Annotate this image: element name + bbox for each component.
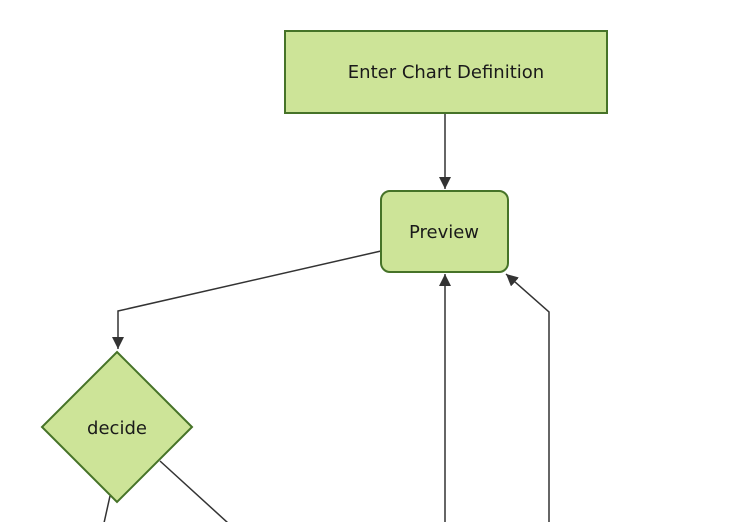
preview-label: Preview — [409, 222, 479, 243]
edge-preview-to-decide — [112, 250, 382, 349]
enter-chart-definition-shape — [284, 30, 608, 114]
edge-decide-to-offscreen-right — [159, 460, 229, 522]
edge-decide-to-offscreen-left — [103, 495, 111, 522]
node-enter-chart-definition: Enter Chart Definition — [284, 30, 608, 114]
node-decide: decide — [40, 350, 194, 504]
preview-shape — [380, 190, 509, 273]
node-preview: Preview — [380, 190, 509, 273]
decide-label: decide — [87, 418, 147, 439]
edge-offscreen-right-to-preview — [505, 273, 550, 522]
edge-layer — [103, 113, 550, 522]
decide-shape — [40, 350, 194, 504]
enter-chart-definition-label: Enter Chart Definition — [348, 62, 544, 83]
